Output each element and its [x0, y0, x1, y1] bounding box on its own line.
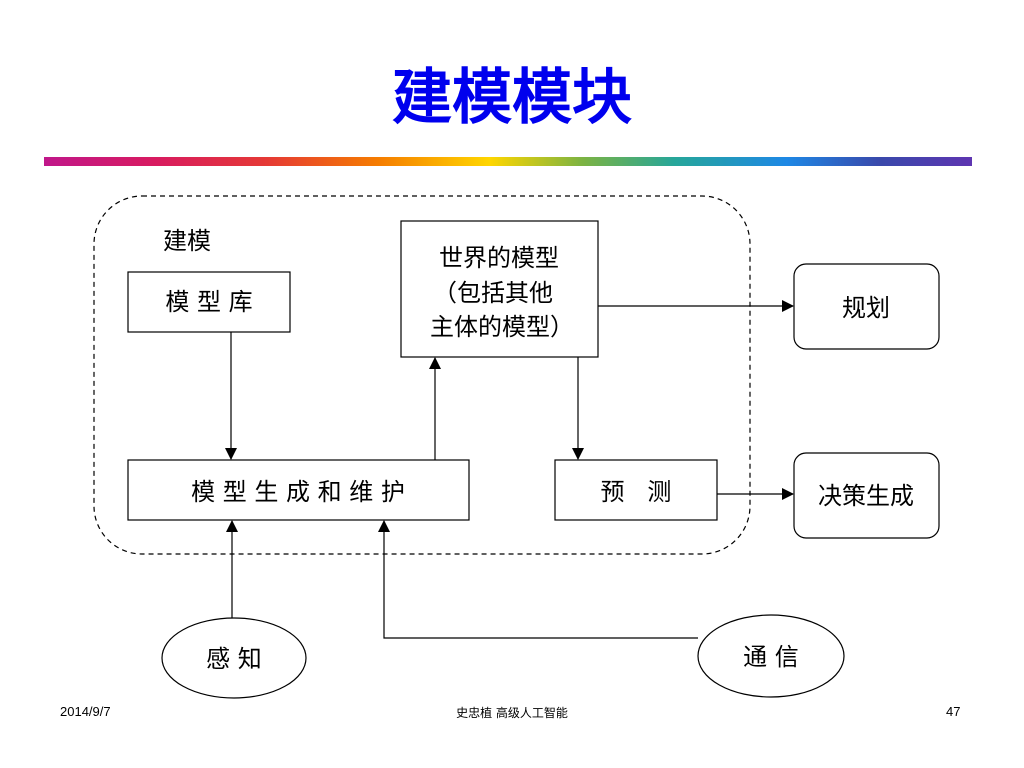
- model-generation-box: [127, 459, 470, 521]
- world-model-line1: 世界的模型: [439, 244, 559, 272]
- planning-box: [793, 263, 940, 350]
- communication-ellipse: [697, 614, 845, 698]
- model-library-box: [127, 271, 291, 333]
- slide-title: 建模模块: [392, 63, 632, 133]
- world-model-line2: （包括其他: [433, 279, 553, 307]
- world-model-box: [400, 220, 599, 358]
- modeling-boundary: [93, 195, 751, 555]
- model-generation-label: 模 型 生 成 和 维 护: [191, 478, 405, 506]
- communication-label: 通 信: [743, 643, 799, 671]
- modeling-group-label: 建模: [163, 227, 211, 255]
- page-number: 47: [946, 704, 961, 719]
- perception-ellipse: [161, 617, 307, 699]
- perception-label: 感 知: [206, 645, 262, 673]
- title-divider-bar: [44, 157, 972, 166]
- decision-box: [793, 452, 940, 539]
- model-library-label: 模 型 库: [165, 288, 252, 316]
- planning-label: 规划: [842, 294, 890, 322]
- prediction-label: 预 测: [601, 478, 672, 506]
- footer-date: 2014/9/7: [60, 704, 111, 719]
- footer-author-course: 史忠植 高级人工智能: [456, 706, 568, 720]
- arrow-communication-to-generation: [378, 520, 698, 639]
- world-model-line3: 主体的模型）: [430, 313, 574, 341]
- decision-label: 决策生成: [818, 482, 914, 510]
- prediction-box: [554, 459, 718, 521]
